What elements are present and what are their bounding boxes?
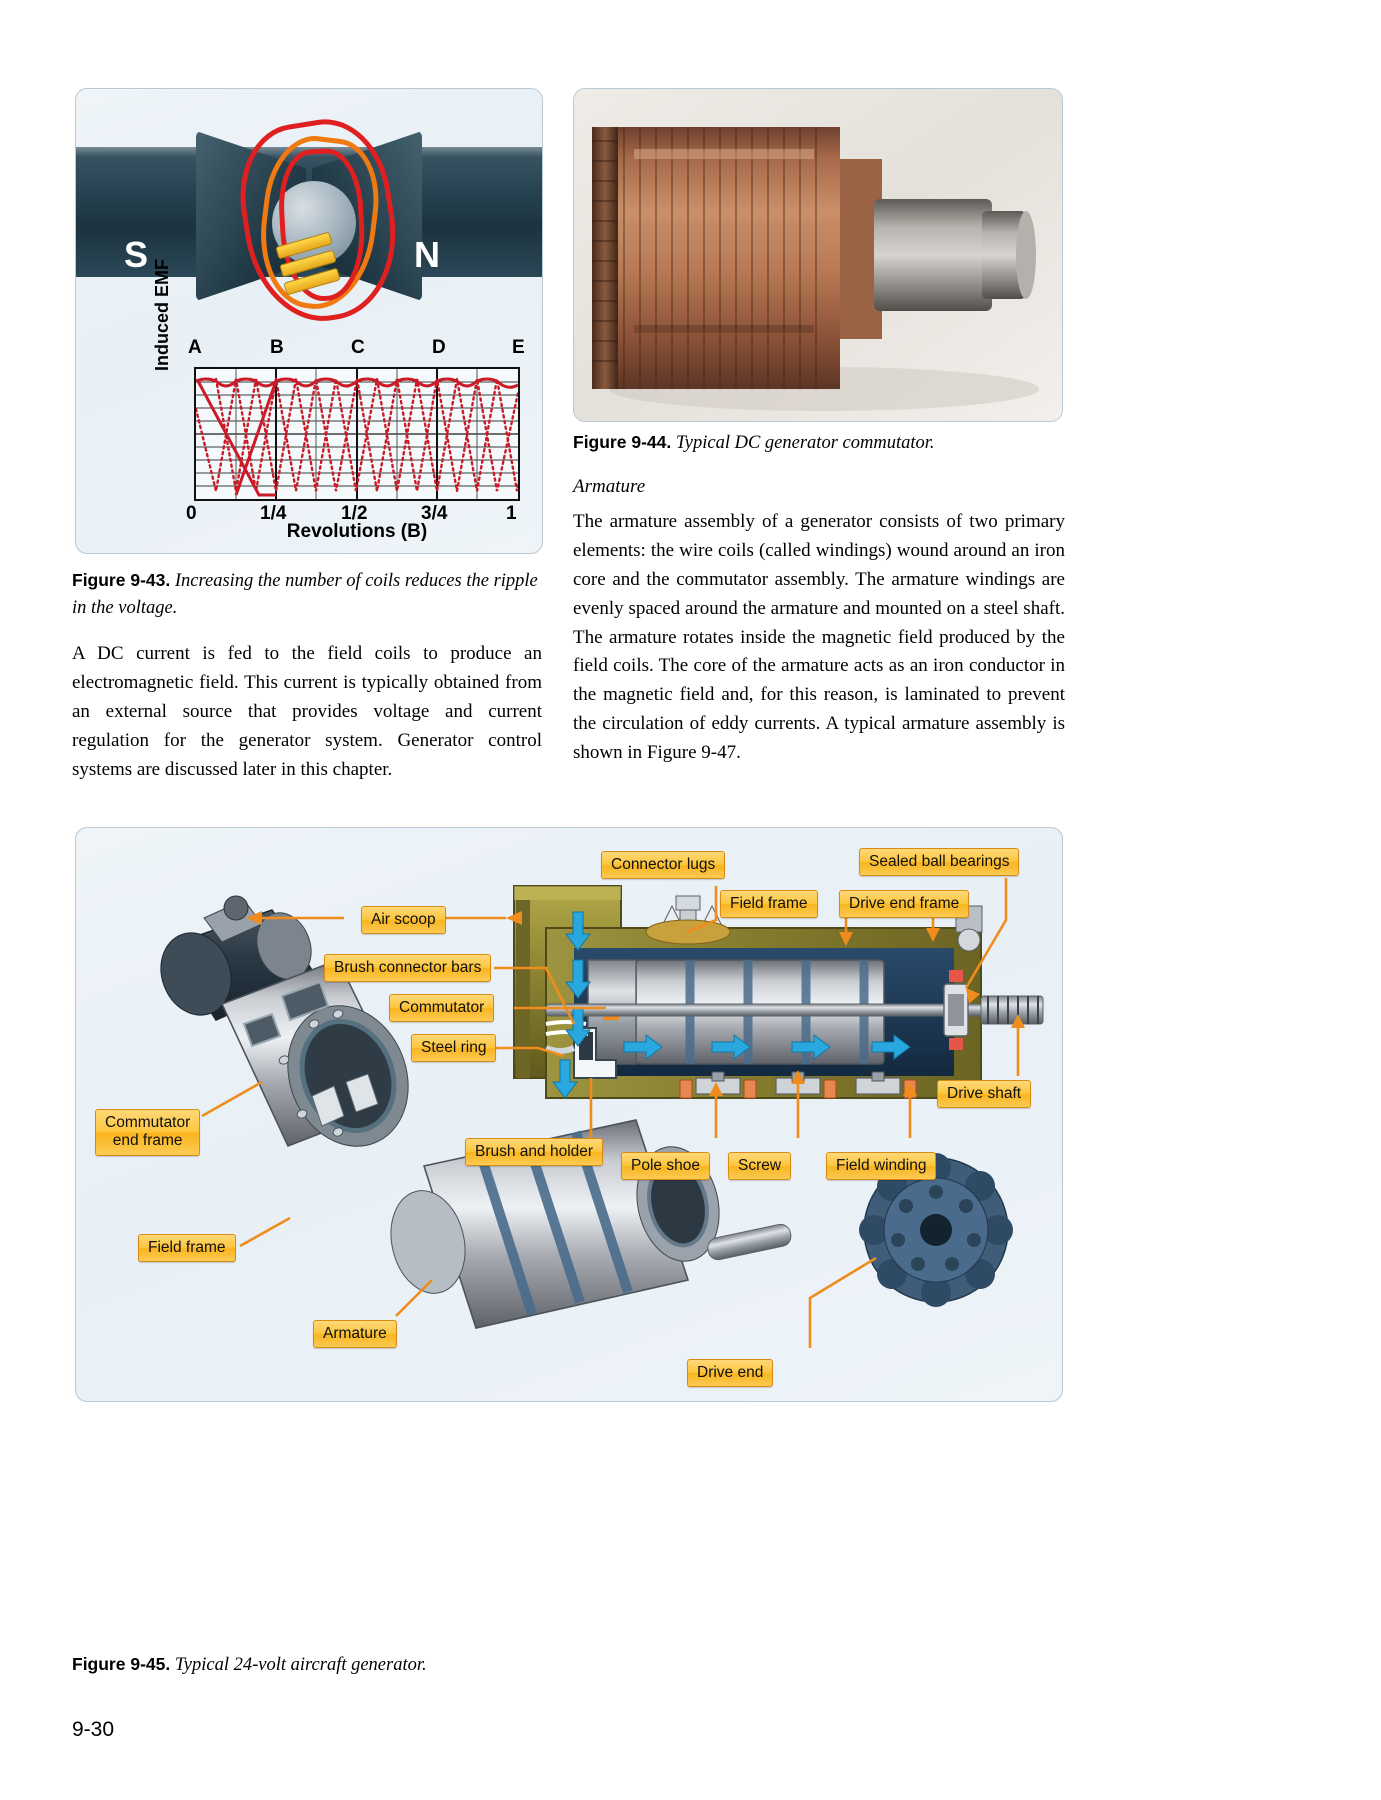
- callout-steel-ring[interactable]: Steel ring: [411, 1034, 497, 1063]
- chart-xtick-1: 1: [506, 503, 517, 524]
- chart-xtick-1-2: 1/2: [341, 503, 368, 524]
- callout-drive-shaft[interactable]: Drive shaft: [937, 1080, 1032, 1109]
- figure-9-45-caption-text: Typical 24-volt aircraft generator.: [170, 1655, 427, 1675]
- callout-brush-and-holder[interactable]: Brush and holder: [465, 1138, 604, 1167]
- callout-brush-connector-bars[interactable]: Brush connector bars: [324, 954, 492, 983]
- chart-y-axis-label: Induced EMF: [152, 259, 172, 371]
- chart-marker-c: C: [351, 337, 365, 358]
- chart-marker-d: D: [432, 337, 446, 358]
- callout-sealed-ball-bearings[interactable]: Sealed ball bearings: [859, 848, 1020, 877]
- callout-field-winding[interactable]: Field winding: [826, 1152, 937, 1181]
- figure-9-44-caption-number: Figure 9-44.: [573, 432, 672, 452]
- figure-9-44-panel: [573, 88, 1063, 422]
- left-column-paragraph: A DC current is fed to the field coils t…: [72, 643, 542, 780]
- armature-subheading: Armature: [573, 476, 646, 497]
- figure-9-45-caption: Figure 9-45. Typical 24-volt aircraft ge…: [72, 1652, 672, 1679]
- callout-field-frame-left[interactable]: Field frame: [138, 1234, 236, 1263]
- chart-plot-area: [194, 367, 520, 501]
- figure-9-43-caption-text: Increasing the number of coils reduces t…: [72, 571, 538, 618]
- chart-x-axis-title: Revolutions (B): [286, 521, 428, 542]
- commutator-photo-image: [574, 89, 1062, 421]
- callout-pole-shoe[interactable]: Pole shoe: [621, 1152, 710, 1181]
- chart-curves: [196, 369, 518, 499]
- figure-9-45-panel: Connector lugs Sealed ball bearings Fiel…: [75, 827, 1063, 1402]
- figure-9-43-panel: S N A B C D E Induced EMF: [75, 88, 543, 554]
- figure-9-44-caption-text: Typical DC generator commutator.: [671, 433, 935, 453]
- pole-label-north: N: [414, 234, 440, 275]
- callout-connector-lugs[interactable]: Connector lugs: [601, 851, 726, 880]
- callout-commutator-end-frame[interactable]: Commutator end frame: [95, 1109, 201, 1156]
- callout-commutator[interactable]: Commutator: [389, 994, 495, 1023]
- page-number: 9-30: [72, 1718, 115, 1741]
- chart-marker-a: A: [188, 337, 202, 358]
- right-column-paragraph: The armature assembly of a generator con…: [573, 511, 1065, 763]
- callout-field-frame-right[interactable]: Field frame: [720, 890, 818, 919]
- chart-xtick-3-4: 3/4: [421, 503, 448, 524]
- callout-screw[interactable]: Screw: [728, 1152, 792, 1181]
- chart-xtick-1-4: 1/4: [260, 503, 287, 524]
- chart-xtick-0: 0: [186, 503, 197, 524]
- chart-marker-e: E: [512, 337, 525, 358]
- pole-label-south: S: [124, 234, 149, 275]
- figure-9-45-caption-number: Figure 9-45.: [72, 1654, 171, 1674]
- figure-9-44-caption: Figure 9-44. Typical DC generator commut…: [573, 430, 1063, 457]
- callout-drive-end-frame[interactable]: Drive end frame: [839, 890, 970, 919]
- callout-drive-end[interactable]: Drive end: [687, 1359, 774, 1388]
- figure-9-43-caption: Figure 9-43. Increasing the number of co…: [72, 568, 542, 622]
- callout-air-scoop[interactable]: Air scoop: [361, 906, 446, 935]
- chart-marker-b: B: [270, 337, 284, 358]
- callout-armature[interactable]: Armature: [313, 1320, 397, 1349]
- figure-9-43-caption-number: Figure 9-43.: [72, 570, 171, 590]
